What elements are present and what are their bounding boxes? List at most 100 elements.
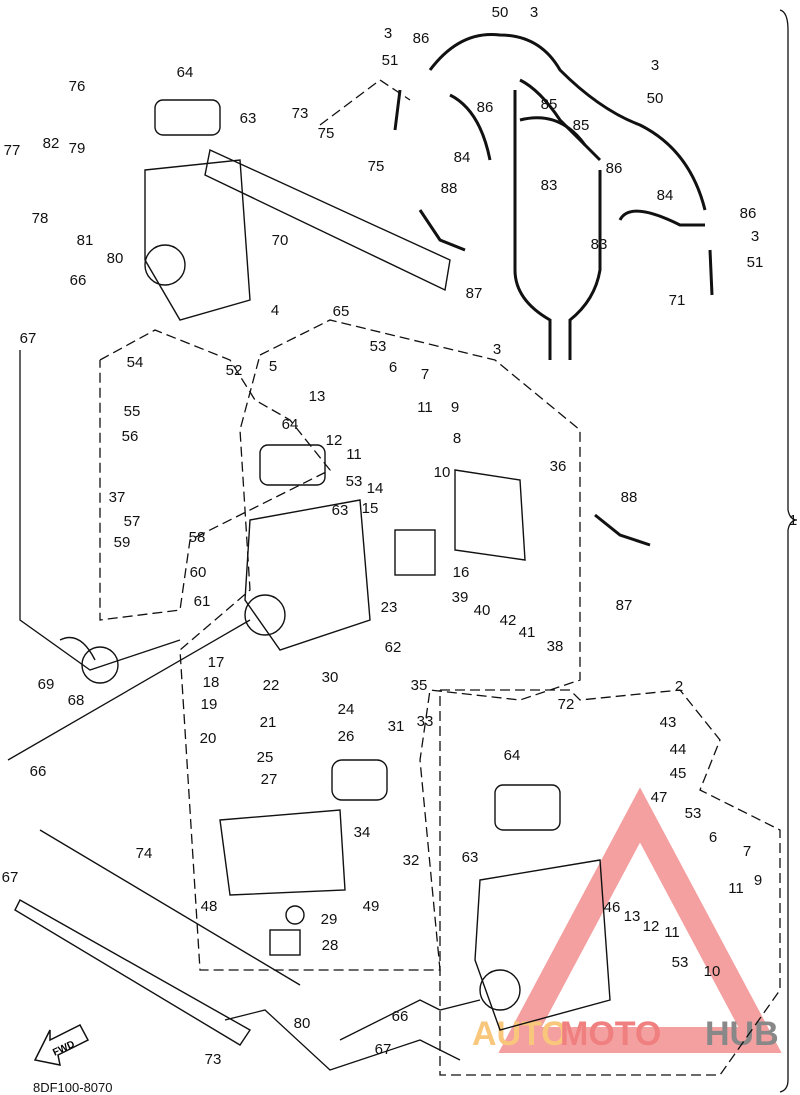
callout-label: 76 <box>69 78 86 95</box>
callout-label: 53 <box>672 954 689 971</box>
callout-label: 51 <box>747 254 764 271</box>
callout-label: 11 <box>346 446 362 463</box>
callout-label: 5 <box>269 358 277 375</box>
callout-label: 2 <box>675 678 683 695</box>
callout-label: 39 <box>452 589 469 606</box>
callout-label: 3 <box>384 25 392 42</box>
callout-label: 9 <box>451 399 459 416</box>
callout-label: 87 <box>616 597 633 614</box>
callout-label: 13 <box>624 908 641 925</box>
callout-label: 57 <box>124 513 141 530</box>
callout-label: 43 <box>660 714 677 731</box>
callout-label: 82 <box>43 135 60 152</box>
callout-label: 60 <box>190 564 207 581</box>
hoses <box>393 32 714 547</box>
callout-label: 86 <box>740 205 757 222</box>
callout-label: 59 <box>114 534 131 551</box>
watermark-logo: AUTO MOTO HUB <box>472 787 782 1053</box>
callout-label: 65 <box>333 303 350 320</box>
callout-label: 67 <box>375 1041 392 1058</box>
callout-label: 11 <box>417 399 433 416</box>
callout-label: 73 <box>205 1051 222 1068</box>
callout-label: 37 <box>109 489 126 506</box>
callout-label: 9 <box>754 872 762 889</box>
callout-label: 72 <box>558 696 575 713</box>
callout-label: 85 <box>541 96 558 113</box>
region-outlines <box>7 9 798 1093</box>
callout-label: 8 <box>453 430 461 447</box>
callout-label: 24 <box>338 701 355 718</box>
callout-label: 47 <box>651 789 668 806</box>
callout-label: 83 <box>541 177 558 194</box>
callout-label: 50 <box>647 90 664 107</box>
callout-label: 25 <box>257 749 274 766</box>
callout-label: 79 <box>69 140 86 157</box>
callout-label: 66 <box>392 1008 409 1025</box>
callout-label: 86 <box>477 99 494 116</box>
callout-label: 38 <box>547 638 564 655</box>
callout-label: 33 <box>417 713 434 730</box>
callout-label: 14 <box>367 480 384 497</box>
callout-label: 87 <box>466 285 483 302</box>
watermark-text-auto: AUTO <box>472 1015 568 1053</box>
callout-label: 80 <box>107 250 124 267</box>
callout-label: 63 <box>240 110 257 127</box>
callout-label: 88 <box>621 489 638 506</box>
callout-label: 1 <box>789 512 797 529</box>
callout-label: 32 <box>403 852 420 869</box>
callout-label: 3 <box>493 341 501 358</box>
callout-label: 12 <box>643 918 660 935</box>
callout-label: 31 <box>388 718 405 735</box>
callout-label: 6 <box>709 829 717 846</box>
callout-label: 20 <box>200 730 217 747</box>
callout-label: 7 <box>743 843 751 860</box>
callout-label: 49 <box>363 898 380 915</box>
callout-label: 54 <box>127 354 144 371</box>
callout-label: 62 <box>385 639 402 656</box>
callout-label: 84 <box>657 187 674 204</box>
callout-label: 85 <box>573 117 590 134</box>
callout-label: 77 <box>4 142 21 159</box>
component-shapes <box>14 99 611 1046</box>
callout-label: 13 <box>309 388 326 405</box>
callout-label: 16 <box>453 564 470 581</box>
watermark-text-hub: HUB <box>705 1015 779 1053</box>
callout-label: 34 <box>354 824 371 841</box>
callout-label: 11 <box>664 924 680 941</box>
callout-label: 84 <box>454 149 471 166</box>
callout-label: 69 <box>38 676 55 693</box>
callout-label: 21 <box>260 714 277 731</box>
callout-label: 75 <box>368 158 385 175</box>
callout-label: 22 <box>263 677 280 694</box>
callout-label: 44 <box>670 741 687 758</box>
callout-label: 3 <box>651 57 659 74</box>
callout-label: 74 <box>136 845 153 862</box>
callout-label: 10 <box>704 963 721 980</box>
callout-label: 63 <box>332 502 349 519</box>
callout-label: 41 <box>519 624 536 641</box>
callout-label: 40 <box>474 602 491 619</box>
fwd-arrow: FWD <box>33 1024 90 1066</box>
callout-label: 45 <box>670 765 687 782</box>
callout-label: 53 <box>346 473 363 490</box>
callout-label: 30 <box>322 669 339 686</box>
callout-label: 66 <box>70 272 87 289</box>
callout-label: 23 <box>381 599 398 616</box>
callout-label: 67 <box>20 330 37 347</box>
callout-label: 68 <box>68 692 85 709</box>
callout-label: 66 <box>30 763 47 780</box>
callout-label: 70 <box>272 232 289 249</box>
callout-label: 15 <box>362 500 379 517</box>
callout-label: 3 <box>530 4 538 21</box>
watermark-text-moto: MOTO <box>560 1015 661 1053</box>
callout-label: 63 <box>462 849 479 866</box>
callout-label: 75 <box>318 125 335 142</box>
callout-label: 48 <box>201 898 218 915</box>
callout-label: 56 <box>122 428 139 445</box>
callout-label: 17 <box>208 654 225 671</box>
callout-label: 80 <box>294 1015 311 1032</box>
drawing-code: 8DF100-8070 <box>33 1080 113 1095</box>
callout-label: 27 <box>261 771 278 788</box>
